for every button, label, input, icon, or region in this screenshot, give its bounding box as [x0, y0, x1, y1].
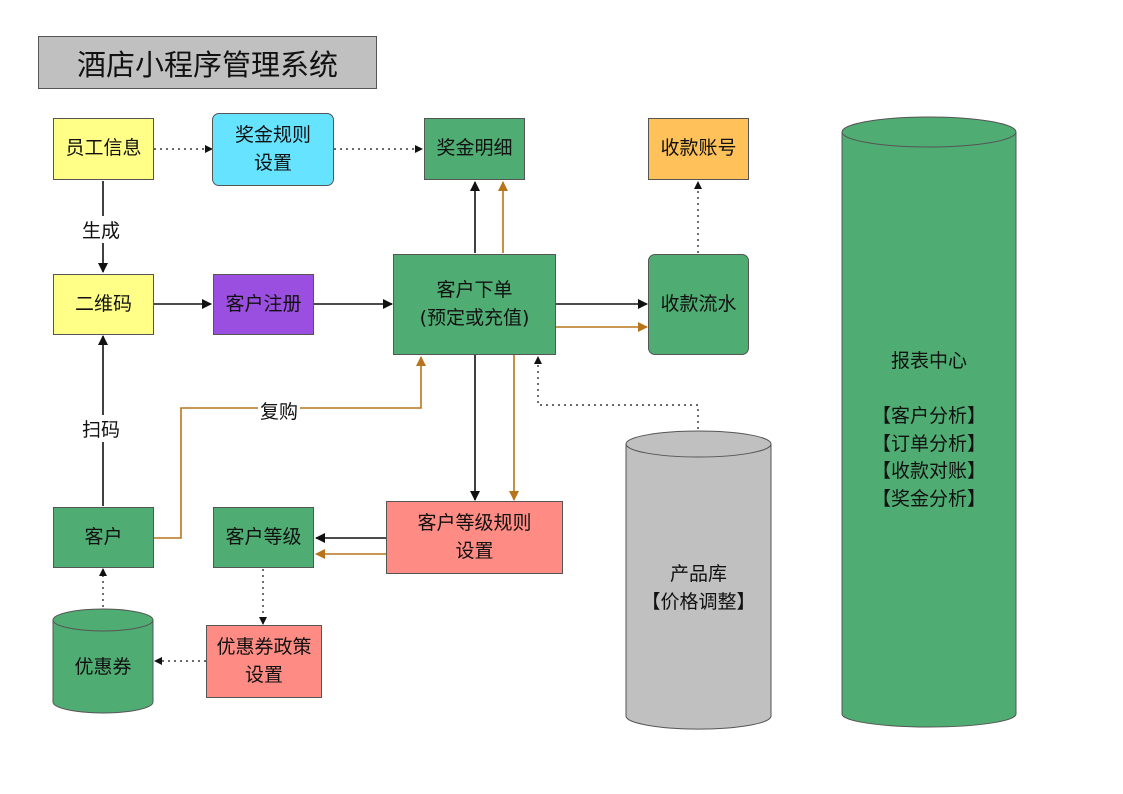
node-staff-info: 员工信息 — [53, 118, 154, 180]
product-library-cylinder — [625, 430, 772, 730]
node-customer: 客户 — [53, 507, 154, 568]
edge-label-repurchase: 复购 — [258, 397, 301, 424]
edge-label-generate: 生成 — [80, 216, 123, 243]
node-qrcode: 二维码 — [53, 274, 154, 335]
coupon-cylinder — [52, 608, 154, 714]
node-coupon-policy: 优惠券政策 设置 — [206, 625, 322, 698]
edge-label-scan: 扫码 — [80, 415, 123, 442]
node-level-rule: 客户等级规则 设置 — [386, 501, 563, 574]
report-center-cylinder — [841, 116, 1017, 728]
edge-customer-repurchase — [154, 356, 426, 539]
edge-product-to-order — [534, 356, 699, 429]
node-coupon: 优惠券 — [74, 656, 132, 678]
node-payment-flow: 收款流水 — [648, 254, 749, 355]
node-report-center: 报表中心 【客户分析】 【订单分析】 【收款对账】 【奖金分析】 — [871, 350, 986, 510]
node-customer-register: 客户注册 — [213, 274, 314, 335]
diagram-title: 酒店小程序管理系统 — [38, 36, 377, 89]
node-customer-order: 客户下单 (预定或充值) — [393, 254, 556, 355]
node-customer-level: 客户等级 — [213, 507, 314, 568]
node-bonus-detail: 奖金明细 — [424, 118, 525, 180]
node-product-library: 产品库 【价格调整】 — [641, 563, 756, 613]
node-payment-account: 收款账号 — [648, 118, 749, 180]
node-bonus-rule: 奖金规则 设置 — [212, 113, 334, 186]
